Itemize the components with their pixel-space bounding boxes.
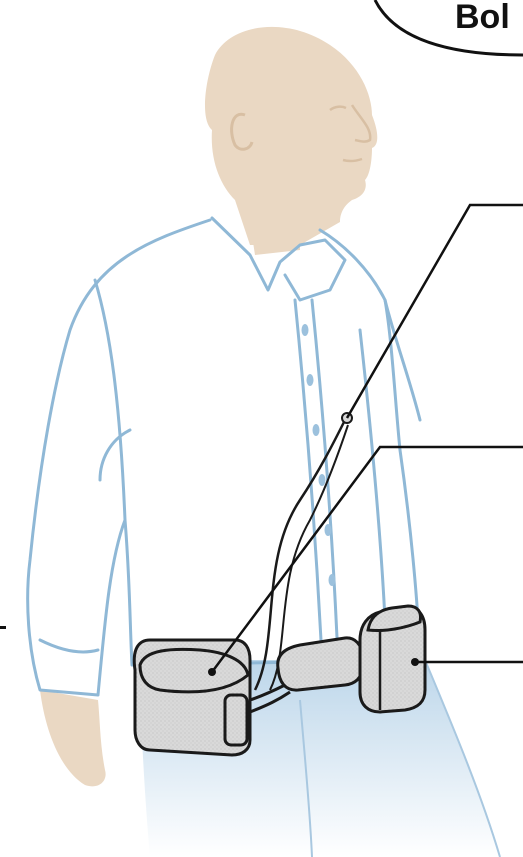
shirt-button: [307, 374, 314, 386]
battery-pack-icon: [278, 638, 362, 690]
left-edge-mark: [0, 626, 6, 629]
shirt-button: [319, 474, 326, 486]
shirt-sleeve-seam: [40, 280, 130, 652]
waist-bag-icon: [134, 640, 250, 755]
callout-label: Bol: [455, 0, 510, 36]
shirt-button: [325, 524, 332, 536]
shirt-button: [313, 424, 320, 436]
bag-pocket: [225, 695, 247, 745]
shirt-placket: [295, 300, 338, 660]
shirt-button: [329, 574, 336, 586]
left-hand: [40, 690, 106, 786]
infusion-pump-icon: [360, 606, 425, 712]
shirt-body: [28, 220, 420, 695]
shirt-button: [302, 324, 309, 336]
leader-line-tube: [347, 205, 523, 418]
callout-bubble: Bol: [375, 0, 523, 55]
shirt: [28, 218, 420, 695]
battery-body: [278, 638, 362, 690]
